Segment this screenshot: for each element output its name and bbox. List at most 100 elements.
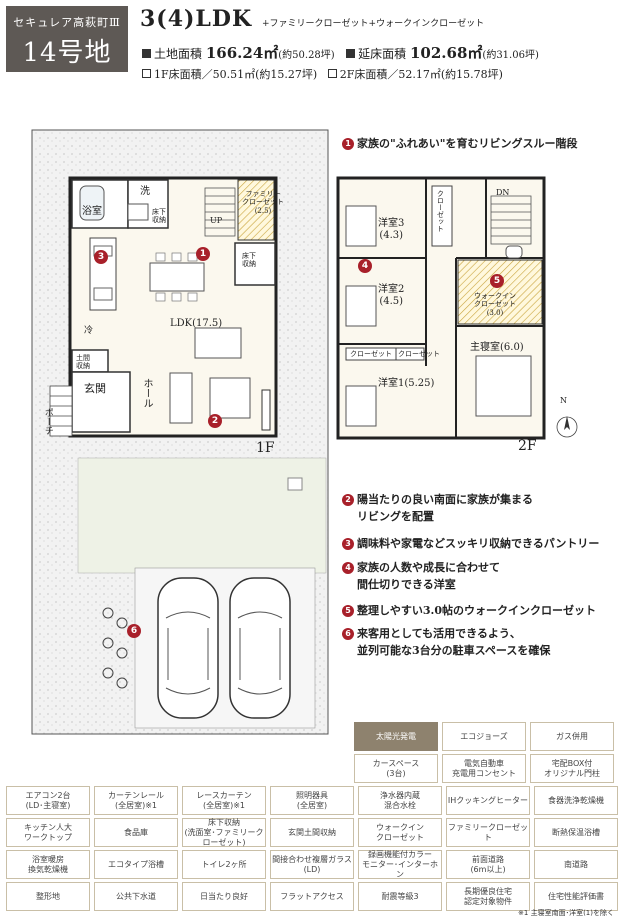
marker-4: 4 (358, 259, 372, 273)
first-floor-area: 1F床面積／50.51㎡(約15.27坪) (154, 68, 318, 81)
amenity-item: 食器洗浄乾燥機 (534, 786, 618, 815)
amenity-item: 床下収納 (洗面室･ファミリークローゼット) (182, 818, 266, 847)
room-wash: 洗 (140, 186, 150, 197)
amenity-item: エコタイプ浴槽 (94, 850, 178, 879)
second-floor-area: 2F床面積／52.17㎡(約15.78坪) (339, 68, 503, 81)
amenity-item: レースカーテン (全居室)※1 (182, 786, 266, 815)
amenity-item: 日当たり良好 (182, 882, 266, 911)
amenity-item: エアコン2台 (LD･主寝室) (6, 786, 90, 815)
amenity-item: 住宅性能評価書 (534, 882, 618, 911)
amenity-item: 録画機能付カラー モニター･インターホン (358, 850, 442, 879)
feature-number: 3 (342, 538, 354, 550)
amenity-item: エコジョーズ (442, 722, 526, 751)
footnote: ※1 主寝室南面･洋室(1)を除く (518, 909, 614, 917)
feature-text: 家族の"ふれあい"を育むリビングスルー階段 (357, 137, 578, 150)
layout-note: +ファミリークローゼット+ウォークインクローゼット (262, 19, 485, 29)
amenity-item: 公共下水道 (94, 882, 178, 911)
amenity-item: カースペース (3台) (354, 754, 438, 783)
filled-square-icon (142, 49, 151, 58)
amenity-item: 電気自動車 充電用コンセント (442, 754, 526, 783)
room-family-closet: ファミリー クローゼット (2.5) (242, 190, 284, 215)
feature-text-cont: 間仕切りできる洋室 (357, 577, 456, 591)
room-western-2: 洋室2 (4.5) (378, 284, 405, 307)
floor-plan-2f: N 洋室3 (4.3) クローゼット DN 洋室2 (4.5) ウォークイン ク… (336, 176, 578, 454)
feature-text: 陽当たりの良い南面に家族が集まる (357, 493, 533, 506)
amenity-item: 南道路 (534, 850, 618, 879)
lot-badge: セキュレア高萩町Ⅲ 14号地 (6, 6, 128, 72)
room-western-3: 洋室3 (4.3) (378, 218, 405, 241)
amenity-item: ファミリークローゼット (446, 818, 530, 847)
amenity-item: IHクッキングヒーター (446, 786, 530, 815)
amenity-item: 断熱保温浴槽 (534, 818, 618, 847)
site-plan-1f: 浴室 洗 床下 収納 UP ファミリー クローゼット (2.5) 床下 収納 L… (30, 128, 330, 738)
open-square-icon (327, 69, 337, 78)
site-plan-drawing (31, 129, 329, 735)
feature-text: 調味料や家電などスッキリ収納できるパントリー (357, 537, 600, 550)
amenity-item: カーテンレール (全居室)※1 (94, 786, 178, 815)
feature-number: 5 (342, 605, 354, 617)
amenity-item: 食品庫 (94, 818, 178, 847)
amenity-item: キッチン人大 ワークトップ (6, 818, 90, 847)
room-wash-storage: 床下 収納 (152, 208, 166, 225)
room-closet-top: クローゼット (436, 190, 445, 232)
area-name: セキュレア高萩町Ⅲ (13, 16, 121, 29)
marker-1: 1 (196, 247, 210, 261)
layout-type: 3(4)LDK (140, 6, 253, 32)
room-hall: ホール (141, 378, 152, 408)
feature-text: 家族の人数や成長に合わせて (357, 561, 500, 574)
filled-square-icon (346, 49, 356, 58)
floor-plan-2f-drawing (336, 176, 546, 440)
feature-text-cont: 並列可能な3台分の駐車スペースを確保 (357, 643, 551, 657)
amenity-item: 長期優良住宅 認定対象物件 (446, 882, 530, 911)
room-ldk: LDK(17.5) (170, 318, 223, 329)
open-square-icon (142, 69, 151, 78)
stairs-up: UP (210, 216, 223, 225)
amenity-item: 宅配BOX付 オリジナル門柱 (530, 754, 614, 783)
feature-number: 6 (342, 628, 354, 640)
area-specs-main: 土地面積 166.24㎡(約50.28坪) 延床面積 102.68㎡(約31.0… (142, 42, 539, 63)
room-porch: ポーチ (42, 408, 53, 435)
floor-tag-1f: 1F (256, 440, 275, 456)
amenity-item: 浄水器内蔵 混合水栓 (358, 786, 442, 815)
room-entry-storage: 土間 収納 (76, 354, 90, 371)
room-closet-b: クローゼット (398, 350, 440, 358)
feature-number: 4 (342, 562, 354, 574)
room-fridge: 冷 (84, 326, 94, 336)
compass-north: N (560, 396, 567, 405)
feature-number: 2 (342, 494, 354, 506)
land-area-value: 166.24㎡ (205, 44, 279, 62)
amenity-item: 前面道路 (6m以上) (446, 850, 530, 879)
room-western-1: 洋室1(5.25) (378, 378, 435, 389)
amenity-item: 耐震等級3 (358, 882, 442, 911)
marker-2: 2 (208, 414, 222, 428)
feature-text-cont: リビングを配置 (357, 509, 434, 523)
floor-area-value: 102.68㎡ (410, 44, 483, 62)
marker-5: 5 (490, 274, 504, 288)
feature-number: 1 (342, 138, 354, 150)
feature-text: 整理しやすい3.0帖のウォークインクローゼット (357, 604, 597, 617)
amenity-item: 浴室暖房 換気乾燥機 (6, 850, 90, 879)
amenity-item: 間接合わせ複層ガラス (LD) (270, 850, 354, 879)
amenity-item: ガス併用 (530, 722, 614, 751)
floor-area-tsubo: (約31.06坪) (482, 50, 539, 61)
room-bath: 浴室 (82, 206, 102, 217)
feature-text: 来客用としても活用できるよう、 (357, 627, 521, 640)
lot-number: 14号地 (22, 38, 112, 68)
floor-area-label: 延床面積 (358, 47, 407, 61)
amenity-item: 照明器具 (全居室) (270, 786, 354, 815)
amenity-item: 太陽光発電 (354, 722, 438, 751)
amenity-item: 玄関土間収納 (270, 818, 354, 847)
land-area-label: 土地面積 (154, 47, 203, 61)
area-specs-floors: 1F床面積／50.51㎡(約15.27坪) 2F床面積／52.17㎡(約15.7… (142, 66, 503, 82)
room-walk-in-closet: ウォークイン クローゼット (3.0) (474, 292, 516, 317)
amenity-item: 整形地 (6, 882, 90, 911)
marker-3: 3 (94, 250, 108, 264)
floor-tag-2f: 2F (518, 438, 537, 454)
room-floor-storage: 床下 収納 (242, 252, 256, 269)
compass-icon (556, 416, 578, 438)
